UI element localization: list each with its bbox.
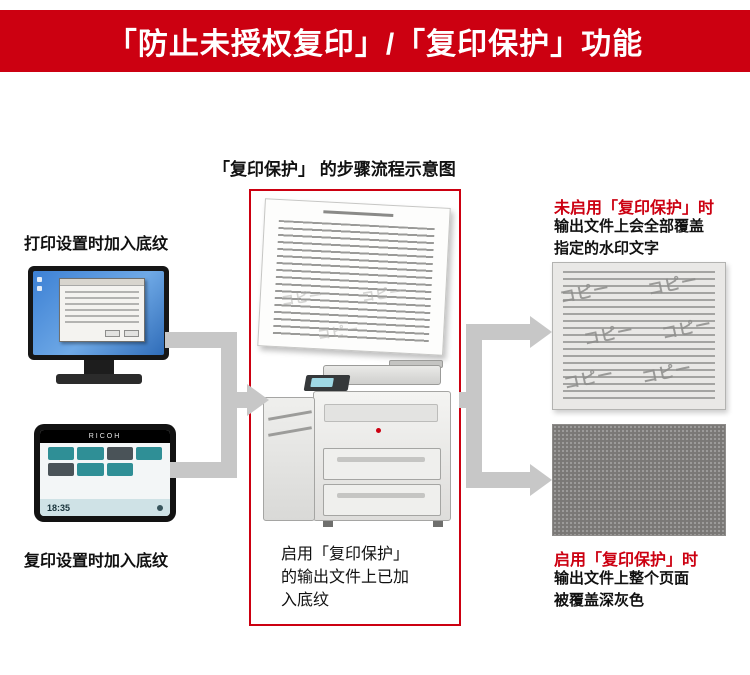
flow-subtitle: 「复印保护」 的步骤流程示意图 <box>213 160 456 179</box>
gray-covered-copy-illustration <box>552 424 726 536</box>
control-panel-illustration: RICOH 18:35 <box>34 424 176 522</box>
page-title: 「防止未授权复印」/「复印保护」功能 <box>106 28 644 61</box>
drawer-handle <box>337 493 425 498</box>
tablet-clock: 18:35 <box>47 502 71 513</box>
unprotected-result-heading: 未启用「复印保护」时 <box>554 200 715 217</box>
body-line: 被覆盖深灰色 <box>554 592 645 609</box>
monitor-base <box>56 374 142 384</box>
protected-output-document: コピー コピー コピー <box>257 198 451 356</box>
arrow-into-flow-box <box>221 392 249 408</box>
app-icon <box>135 447 162 460</box>
printer-panel-screen <box>310 378 334 387</box>
paper-drawer <box>323 448 441 480</box>
printer-body <box>313 391 451 521</box>
printer-control-panel <box>303 375 351 391</box>
control-panel-screen: RICOH 18:35 <box>40 430 170 516</box>
arrow-to-watermarked-copy <box>482 324 530 340</box>
ricoh-logo: RICOH <box>40 430 170 443</box>
arrowhead-to-gray-copy <box>530 464 552 496</box>
arrowhead-into-flow-box <box>247 384 269 416</box>
printer-finisher-unit <box>263 397 315 521</box>
finisher-tray <box>268 426 312 437</box>
app-icon <box>106 463 133 476</box>
brand-dot-icon <box>376 428 381 433</box>
paper-drawer <box>323 484 441 516</box>
monitor-stand <box>84 360 114 374</box>
monitor-screen <box>33 271 164 355</box>
arrow-tablet-to-printer <box>170 462 237 478</box>
desktop-monitor-illustration <box>28 266 173 392</box>
arrow-monitor-to-printer <box>165 332 237 348</box>
dialog-content-lines <box>65 291 139 323</box>
caption-line: 入底纹 <box>281 592 330 609</box>
arrowhead-to-watermarked-copy <box>530 316 552 348</box>
app-icon <box>77 447 104 460</box>
drawer-handle <box>337 457 425 462</box>
banner: 「防止未授权复印」/「复印保护」功能 <box>0 10 750 72</box>
desktop-icon <box>37 277 42 282</box>
dialog-cancel-button <box>124 330 139 337</box>
watermarked-copy-illustration: コピー コピー コピー コピー コピー コピー <box>552 262 726 410</box>
copy-setting-label: 复印设置时加入底纹 <box>24 553 169 570</box>
monitor-frame <box>28 266 169 360</box>
printer-output-slot <box>324 404 438 422</box>
protected-result-heading: 启用「复印保护」时 <box>554 552 699 569</box>
caption-line: 的输出文件上已加 <box>281 569 410 586</box>
dialog-ok-button <box>105 330 120 337</box>
desktop-icon <box>37 286 42 291</box>
unprotected-result-body: 输出文件上会全部覆盖 指定的水印文字 <box>554 216 704 260</box>
printer-illustration <box>261 360 453 527</box>
center-caption: 启用「复印保护」 的输出文件上已加 入底纹 <box>281 543 409 612</box>
panel-app-icons <box>40 443 170 499</box>
app-icon <box>77 463 104 476</box>
finisher-tray <box>268 410 312 421</box>
printer-foot <box>433 521 443 527</box>
body-line: 输出文件上会全部覆盖 <box>554 218 705 235</box>
app-icon <box>48 463 75 476</box>
caption-line: 启用「复印保护」 <box>281 546 410 563</box>
app-icon <box>106 447 133 460</box>
protected-result-body: 输出文件上整个页面 被覆盖深灰色 <box>554 568 689 612</box>
arrow-right-vertical-connector <box>466 324 482 488</box>
dialog-titlebar <box>60 279 144 286</box>
body-line: 指定的水印文字 <box>554 240 660 257</box>
arrow-to-gray-copy <box>482 472 530 488</box>
printer-foot <box>323 521 333 527</box>
panel-status-bar: 18:35 <box>40 499 170 516</box>
copy-guard-flow-box: コピー コピー コピー 启用「复印保护」 <box>249 189 461 626</box>
print-setting-label: 打印设置时加入底纹 <box>24 236 169 253</box>
document-title-line <box>323 210 394 217</box>
status-dot-icon <box>157 504 163 511</box>
document-text-lines <box>563 271 715 401</box>
app-icon <box>48 447 75 460</box>
body-line: 输出文件上整个页面 <box>554 570 690 587</box>
print-settings-dialog <box>59 278 145 342</box>
